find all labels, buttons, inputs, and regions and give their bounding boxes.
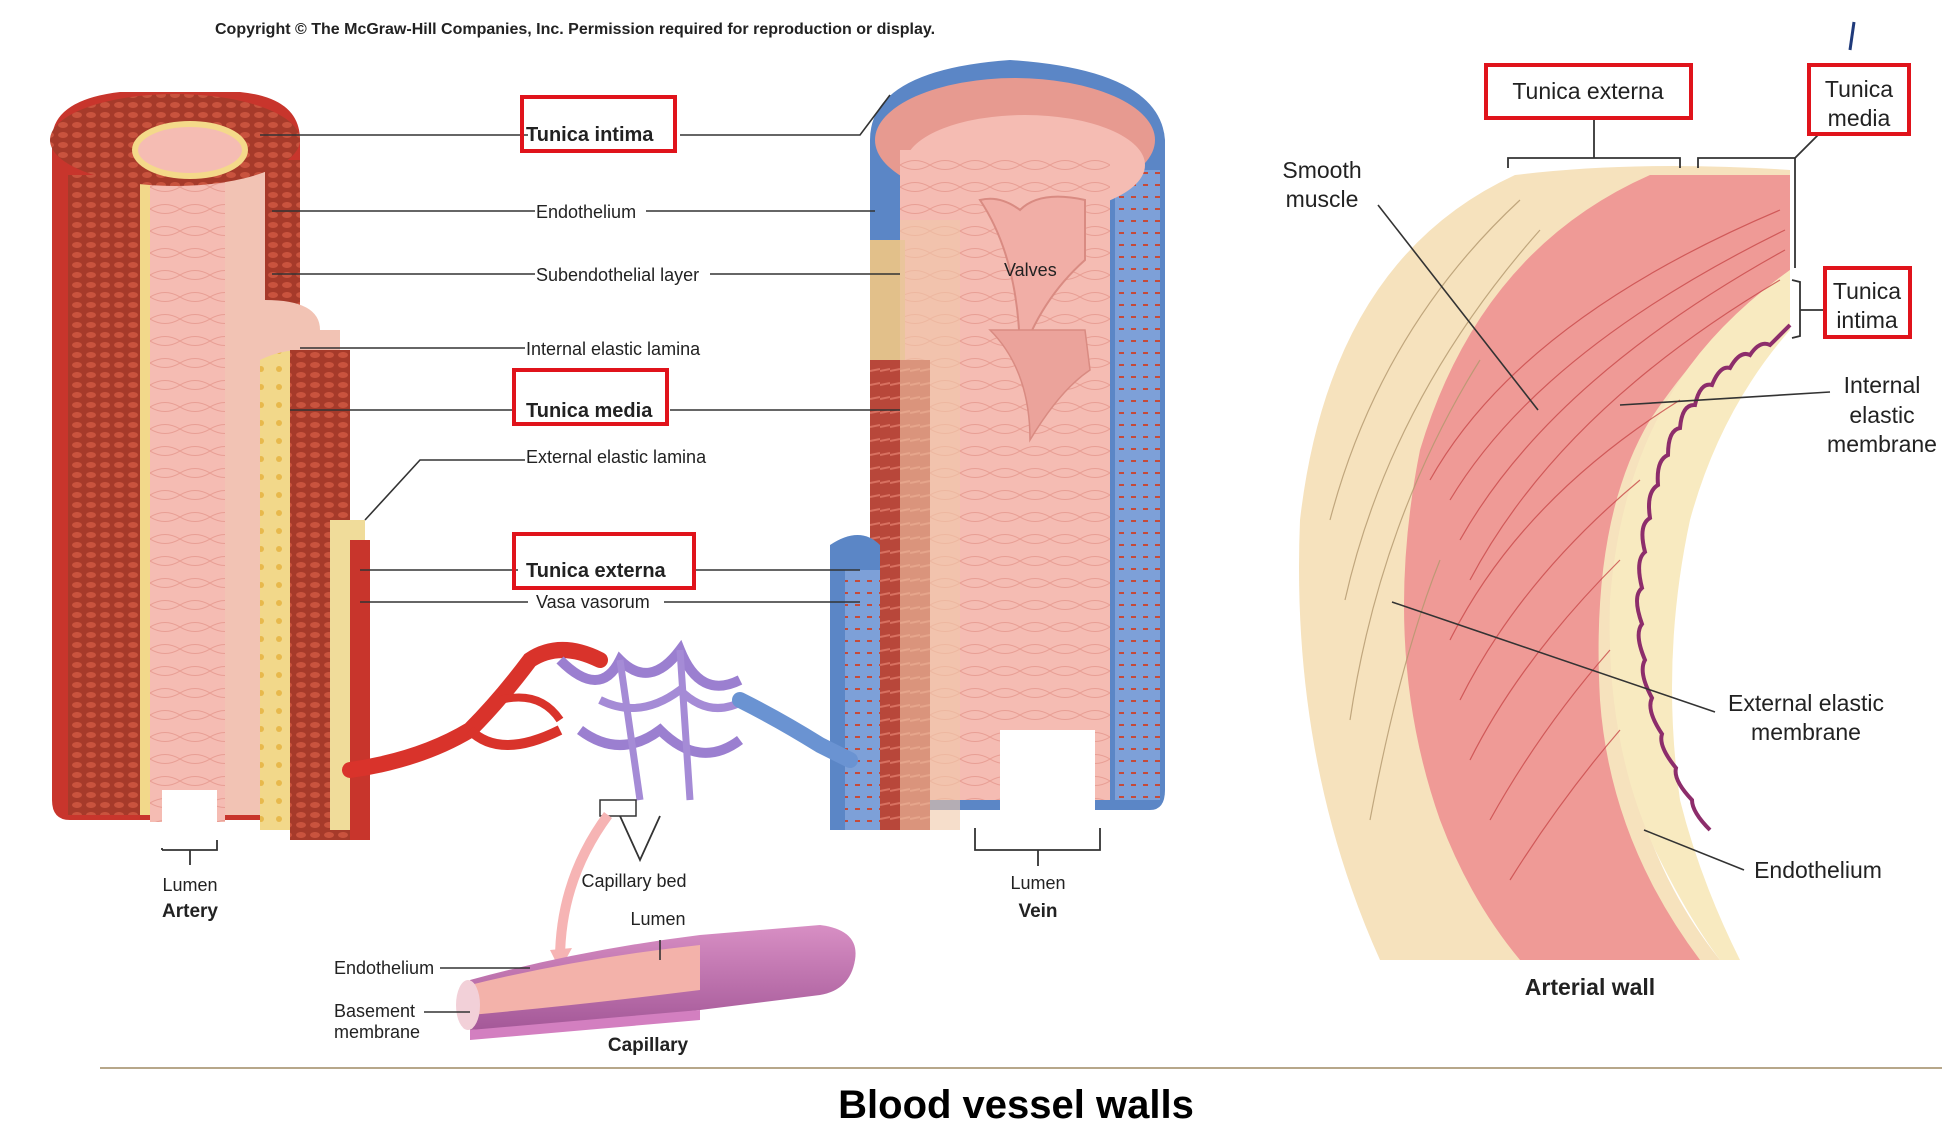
- tunica-intima-label: Tunica intima: [526, 124, 654, 146]
- left-labels: Tunica intima Endothelium Subendothelial…: [162, 95, 1066, 1056]
- internal-elastic-lamina-label: Internal elastic lamina: [526, 339, 701, 359]
- basement-membrane-label-line1: Basement: [334, 1001, 415, 1021]
- right-tunica-media-label-line1: Tunica: [1825, 76, 1893, 102]
- right-labels: Tunica externa Tunica media Tunica intim…: [1282, 63, 1937, 1000]
- vein-lumen-label: Lumen: [1010, 873, 1065, 893]
- artery-label: Artery: [162, 901, 218, 922]
- vasa-vasorum-label: Vasa vasorum: [536, 592, 650, 612]
- smooth-muscle-label-line2: muscle: [1286, 186, 1359, 212]
- right-endothelium-label: Endothelium: [1754, 857, 1882, 883]
- basement-membrane-label-line2: membrane: [334, 1022, 420, 1042]
- right-tunica-media-highlight-box: [1807, 63, 1911, 136]
- tunica-intima-highlight-box: [520, 95, 677, 153]
- arterial-wall-caption: Arterial wall: [1525, 974, 1655, 1000]
- artery-lumen-label: Lumen: [162, 875, 217, 895]
- smooth-muscle-label-line1: Smooth: [1282, 157, 1361, 183]
- left-leader-lines: [161, 94, 1101, 1013]
- slide-corner-mark: [1848, 21, 1856, 51]
- valves-label: Valves: [1004, 260, 1057, 280]
- tunica-media-label: Tunica media: [526, 400, 653, 422]
- arterial-wall-illustration: [1299, 166, 1792, 960]
- internal-elastic-membrane-label-line1: Internal: [1844, 372, 1921, 398]
- external-elastic-membrane-label-line2: membrane: [1751, 719, 1861, 745]
- internal-elastic-membrane-label-line3: membrane: [1827, 431, 1937, 457]
- artery-illustration: [50, 92, 370, 850]
- right-tunica-intima-label-line2: intima: [1836, 307, 1898, 333]
- subendothelial-layer-label: Subendothelial layer: [536, 265, 699, 285]
- tunica-externa-label: Tunica externa: [526, 560, 667, 582]
- external-elastic-lamina-label: External elastic lamina: [526, 447, 707, 467]
- right-tunica-media-label-line2: media: [1828, 105, 1891, 131]
- endothelium-label: Endothelium: [536, 202, 636, 222]
- right-tunica-externa-label: Tunica externa: [1512, 78, 1663, 104]
- capillary-endothelium-label: Endothelium: [334, 958, 434, 978]
- capillary-lumen-label: Lumen: [630, 909, 685, 929]
- vein-illustration: [830, 60, 1165, 830]
- external-elastic-membrane-label-line1: External elastic: [1728, 690, 1884, 716]
- internal-elastic-membrane-label-line2: elastic: [1849, 402, 1914, 428]
- right-tunica-externa-highlight-box: [1484, 63, 1693, 120]
- right-tunica-intima-highlight-box: [1823, 266, 1912, 339]
- right-leader-lines: [1377, 120, 1831, 871]
- slide-title: Blood vessel walls: [838, 1083, 1194, 1127]
- right-tunica-intima-label-line1: Tunica: [1833, 278, 1901, 304]
- tunica-externa-highlight-box: [512, 532, 696, 590]
- copyright-notice: Copyright © The McGraw-Hill Companies, I…: [215, 21, 935, 38]
- tunica-media-highlight-box: [512, 368, 669, 426]
- capillary-bed-illustration: [342, 639, 858, 970]
- vein-label: Vein: [1018, 901, 1057, 922]
- capillary-label: Capillary: [608, 1035, 689, 1056]
- capillary-bed-label: Capillary bed: [581, 871, 686, 891]
- capillary-illustration: [456, 925, 856, 1040]
